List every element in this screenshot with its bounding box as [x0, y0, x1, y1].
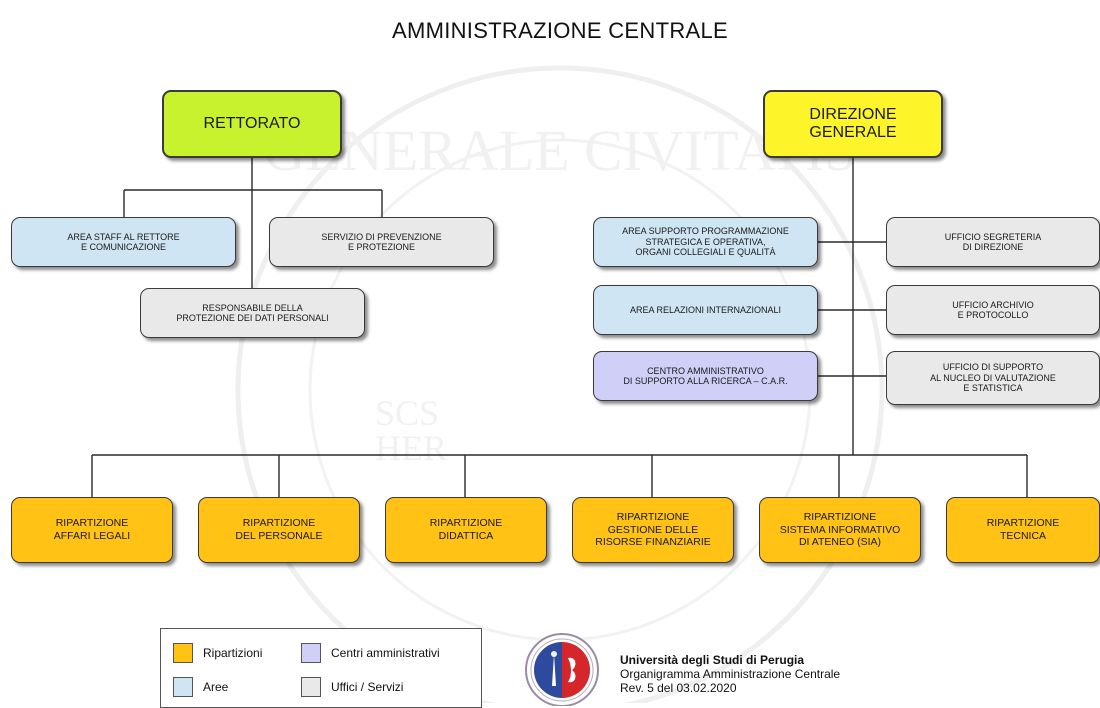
legend-label: Uffici / Servizi	[331, 680, 404, 694]
ripartizione-label: RIPARTIZIONE TECNICA	[986, 517, 1060, 542]
legend-item-uffici: Uffici / Servizi	[301, 677, 403, 697]
ripartizione-label: RIPARTIZIONE AFFARI LEGALI	[53, 517, 131, 542]
svg-text:GENERALE CIVITATIS: GENERALE CIVITATIS	[264, 118, 857, 183]
legend-swatch-centri	[301, 643, 321, 663]
ripartizione-label: RIPARTIZIONE DIDATTICA	[429, 517, 503, 542]
area-relazioni-box: AREA RELAZIONI INTERNAZIONALI	[593, 285, 818, 335]
legend: Ripartizioni Centri amministrativi Aree …	[160, 628, 482, 708]
footer-info: Università degli Studi di Perugia Organi…	[620, 653, 841, 695]
ufficio-archivio-label: UFFICIO ARCHIVIO E PROTOCOLLO	[952, 299, 1034, 320]
page-title: AMMINISTRAZIONE CENTRALE	[391, 18, 728, 43]
rettorato-box: RETTORATO	[162, 90, 342, 158]
servizio-prevenzione-box: SERVIZIO DI PREVENZIONE E PROTEZIONE	[269, 217, 494, 267]
ripartizione-tecnica-box: RIPARTIZIONE TECNICA	[946, 497, 1100, 563]
legend-swatch-uffici	[301, 677, 321, 697]
legend-label: Centri amministrativi	[331, 646, 440, 660]
legend-swatch-aree	[173, 677, 193, 697]
centro-car-box: CENTRO AMMINISTRATIVO DI SUPPORTO ALLA R…	[593, 351, 818, 401]
servizio-prevenzione-label: SERVIZIO DI PREVENZIONE E PROTEZIONE	[321, 231, 442, 252]
ufficio-archivio-box: UFFICIO ARCHIVIO E PROTOCOLLO	[886, 285, 1100, 335]
revision-note: Rev. 5 del 03.02.2020	[620, 680, 737, 695]
university-seal-icon	[525, 633, 599, 706]
ufficio-nucleo-box: UFFICIO DI SUPPORTO AL NUCLEO DI VALUTAZ…	[886, 351, 1100, 405]
ripartizione-didattica-box: RIPARTIZIONE DIDATTICA	[385, 497, 547, 563]
protezione-dati-box: RESPONSABILE DELLA PROTEZIONE DEI DATI P…	[140, 288, 365, 338]
ufficio-segreteria-label: UFFICIO SEGRETERIA DI DIREZIONE	[944, 231, 1042, 252]
area-staff-label: AREA STAFF AL RETTORE E COMUNICAZIONE	[67, 231, 180, 252]
svg-text:SCS: SCS	[375, 393, 439, 433]
area-relazioni-label: AREA RELAZIONI INTERNAZIONALI	[629, 304, 782, 315]
rettorato-label: RETTORATO	[203, 114, 301, 132]
university-name: Università degli Studi di Perugia	[620, 653, 805, 667]
legend-item-ripartizioni: Ripartizioni	[173, 643, 262, 663]
ripartizione-personale-box: RIPARTIZIONE DEL PERSONALE	[198, 497, 360, 563]
area-programmazione-label: AREA SUPPORTO PROGRAMMAZIONE STRATEGICA …	[622, 226, 789, 258]
ufficio-segreteria-box: UFFICIO SEGRETERIA DI DIREZIONE	[886, 217, 1100, 267]
ripartizione-label: RIPARTIZIONE SISTEMA INFORMATIVO DI ATEN…	[779, 511, 901, 549]
protezione-dati-label: RESPONSABILE DELLA PROTEZIONE DEI DATI P…	[176, 302, 329, 323]
ripartizione-sia-box: RIPARTIZIONE SISTEMA INFORMATIVO DI ATEN…	[759, 497, 921, 563]
ripartizione-affari-legali-box: RIPARTIZIONE AFFARI LEGALI	[11, 497, 173, 563]
ripartizione-label: RIPARTIZIONE DEL PERSONALE	[235, 517, 323, 542]
ufficio-nucleo-label: UFFICIO DI SUPPORTO AL NUCLEO DI VALUTAZ…	[930, 362, 1056, 394]
legend-label: Ripartizioni	[203, 646, 263, 660]
legend-item-aree: Aree	[173, 677, 228, 697]
legend-label: Aree	[203, 680, 229, 694]
area-programmazione-box: AREA SUPPORTO PROGRAMMAZIONE STRATEGICA …	[593, 217, 818, 267]
direzione-generale-label: DIREZIONE GENERALE	[809, 105, 897, 141]
direzione-generale-box: DIREZIONE GENERALE	[763, 90, 943, 158]
legend-swatch-ripartizioni	[173, 643, 193, 663]
ripartizione-label: RIPARTIZIONE GESTIONE DELLE RISORSE FINA…	[595, 511, 711, 549]
area-staff-box: AREA STAFF AL RETTORE E COMUNICAZIONE	[11, 217, 236, 267]
legend-item-centri: Centri amministrativi	[301, 643, 440, 663]
ripartizione-risorse-finanziarie-box: RIPARTIZIONE GESTIONE DELLE RISORSE FINA…	[572, 497, 734, 563]
centro-car-label: CENTRO AMMINISTRATIVO DI SUPPORTO ALLA R…	[623, 365, 788, 386]
chart-subtitle: Organigramma Amministrazione Centrale	[620, 666, 841, 681]
svg-text:HER: HER	[375, 428, 447, 468]
